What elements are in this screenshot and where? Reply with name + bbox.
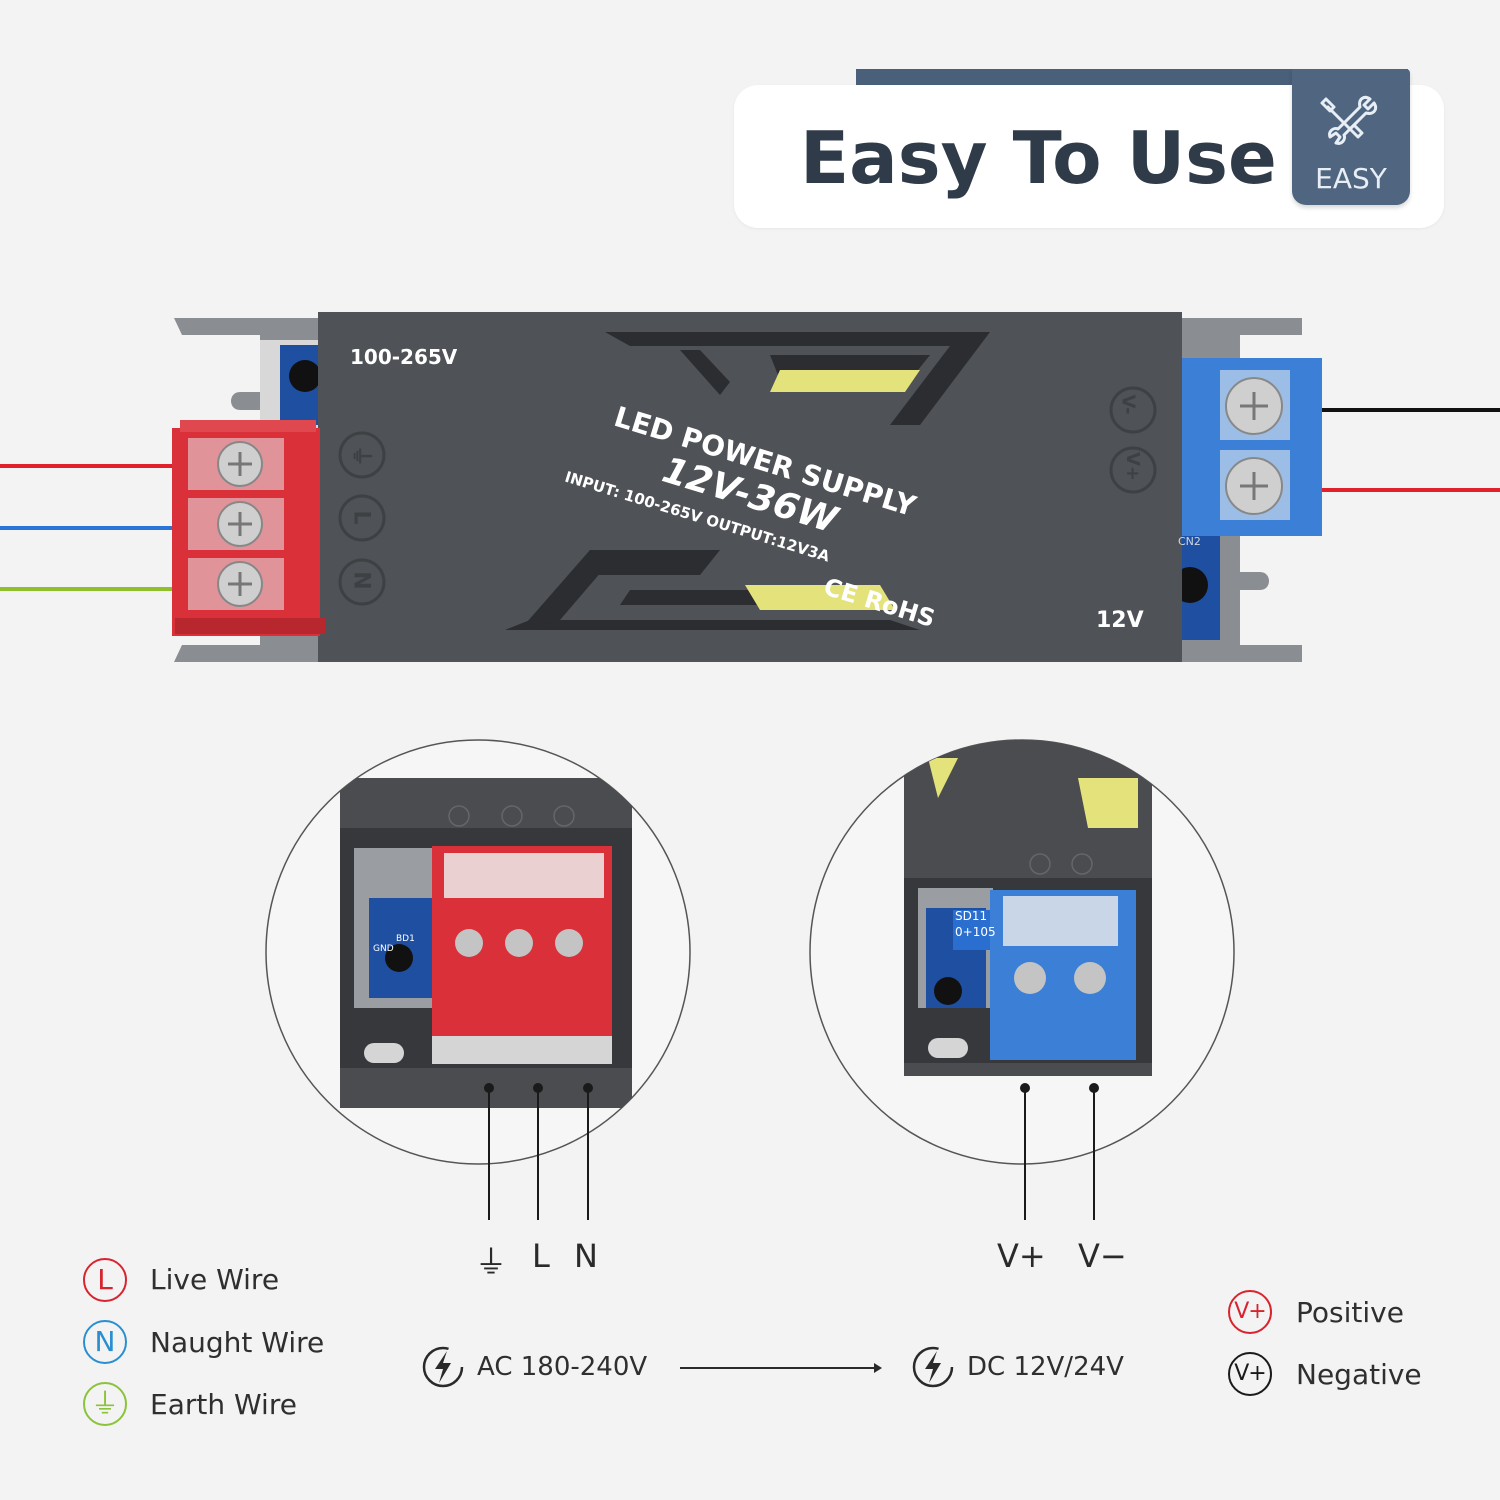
pin-earth-label: ⏚ <box>475 1243 508 1281</box>
negative-label: Negative <box>1296 1358 1422 1391</box>
wrench-screwdriver-icon <box>1320 95 1378 145</box>
device-vplus-symbol: V+ <box>1122 451 1144 482</box>
device-connector-label: CN2 <box>1178 535 1201 548</box>
zoom-left-board-gnd: GND <box>373 944 394 954</box>
easy-badge <box>1292 69 1410 205</box>
live-wire <box>0 464 186 468</box>
device-earth-symbol: ⏚ <box>348 444 374 468</box>
ac-input-voltage: AC 180-240V <box>477 1352 648 1382</box>
device-vminus-symbol: V- <box>1117 394 1139 415</box>
header-accent-bar <box>856 69 1408 85</box>
power-supply-unit <box>172 312 1322 662</box>
device-live-symbol: L <box>348 510 374 525</box>
page-title: Easy To Use <box>800 116 1277 200</box>
zoom-left-board-bd1: BD1 <box>396 934 415 944</box>
positive-symbol-icon: V+ <box>1228 1290 1272 1334</box>
earth-wire <box>0 587 186 591</box>
lightning-icon-output <box>912 1346 954 1388</box>
live-symbol-icon: L <box>83 1258 127 1302</box>
easy-badge-label: EASY <box>1315 162 1387 195</box>
lightning-icon <box>422 1346 464 1388</box>
pin-live-label: L <box>532 1237 550 1275</box>
flow-arrow <box>680 1363 882 1373</box>
negative-symbol-icon: V+ <box>1228 1352 1272 1396</box>
input-terminal-zoom <box>265 739 691 1165</box>
pin-leader-lines <box>484 1083 1099 1220</box>
neutral-wire-label: Naught Wire <box>150 1326 325 1359</box>
dc-output-voltage: DC 12V/24V <box>967 1352 1124 1382</box>
output-terminal-zoom <box>809 739 1235 1165</box>
earth-symbol-icon: ⏚ <box>83 1382 127 1426</box>
neutral-wire <box>0 526 186 530</box>
pin-neutral-label: N <box>574 1237 598 1275</box>
zoom-right-board-cap: 0+105 <box>955 925 996 939</box>
live-wire-label: Live Wire <box>150 1263 280 1296</box>
negative-output-wire <box>1318 408 1500 412</box>
device-output-label: 12V <box>1096 608 1144 633</box>
pin-vplus-label: V+ <box>997 1237 1046 1275</box>
positive-label: Positive <box>1296 1296 1404 1329</box>
pin-vminus-label: V− <box>1078 1237 1127 1275</box>
device-input-range: 100-265V <box>350 345 458 369</box>
earth-wire-label: Earth Wire <box>150 1388 297 1421</box>
zoom-right-board-sd11: SD11 <box>955 909 988 923</box>
positive-output-wire <box>1318 488 1500 492</box>
device-neutral-symbol: N <box>348 571 374 590</box>
neutral-symbol-icon: N <box>83 1320 127 1364</box>
